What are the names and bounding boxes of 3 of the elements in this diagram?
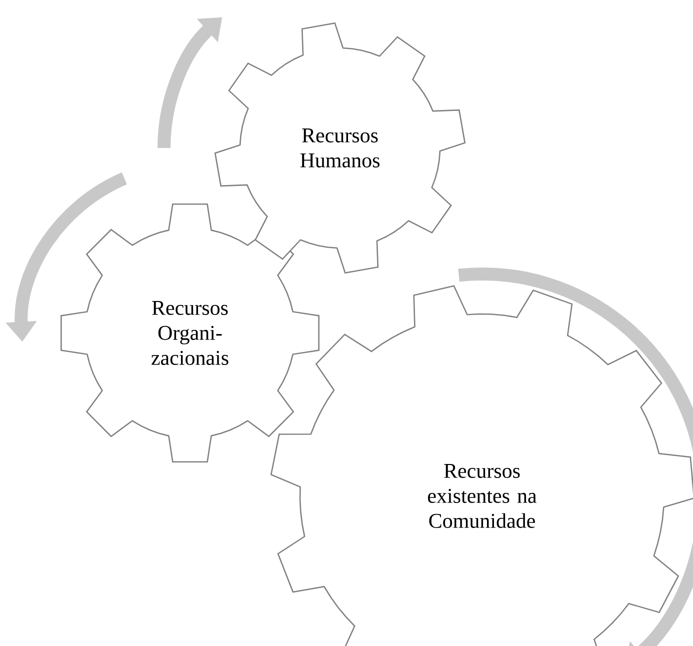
gear: Recursos existentes na Comunidade [270, 285, 693, 646]
gear: Recursos Organi-zacionais [60, 204, 320, 462]
gear: Recursos Humanos [214, 22, 466, 274]
